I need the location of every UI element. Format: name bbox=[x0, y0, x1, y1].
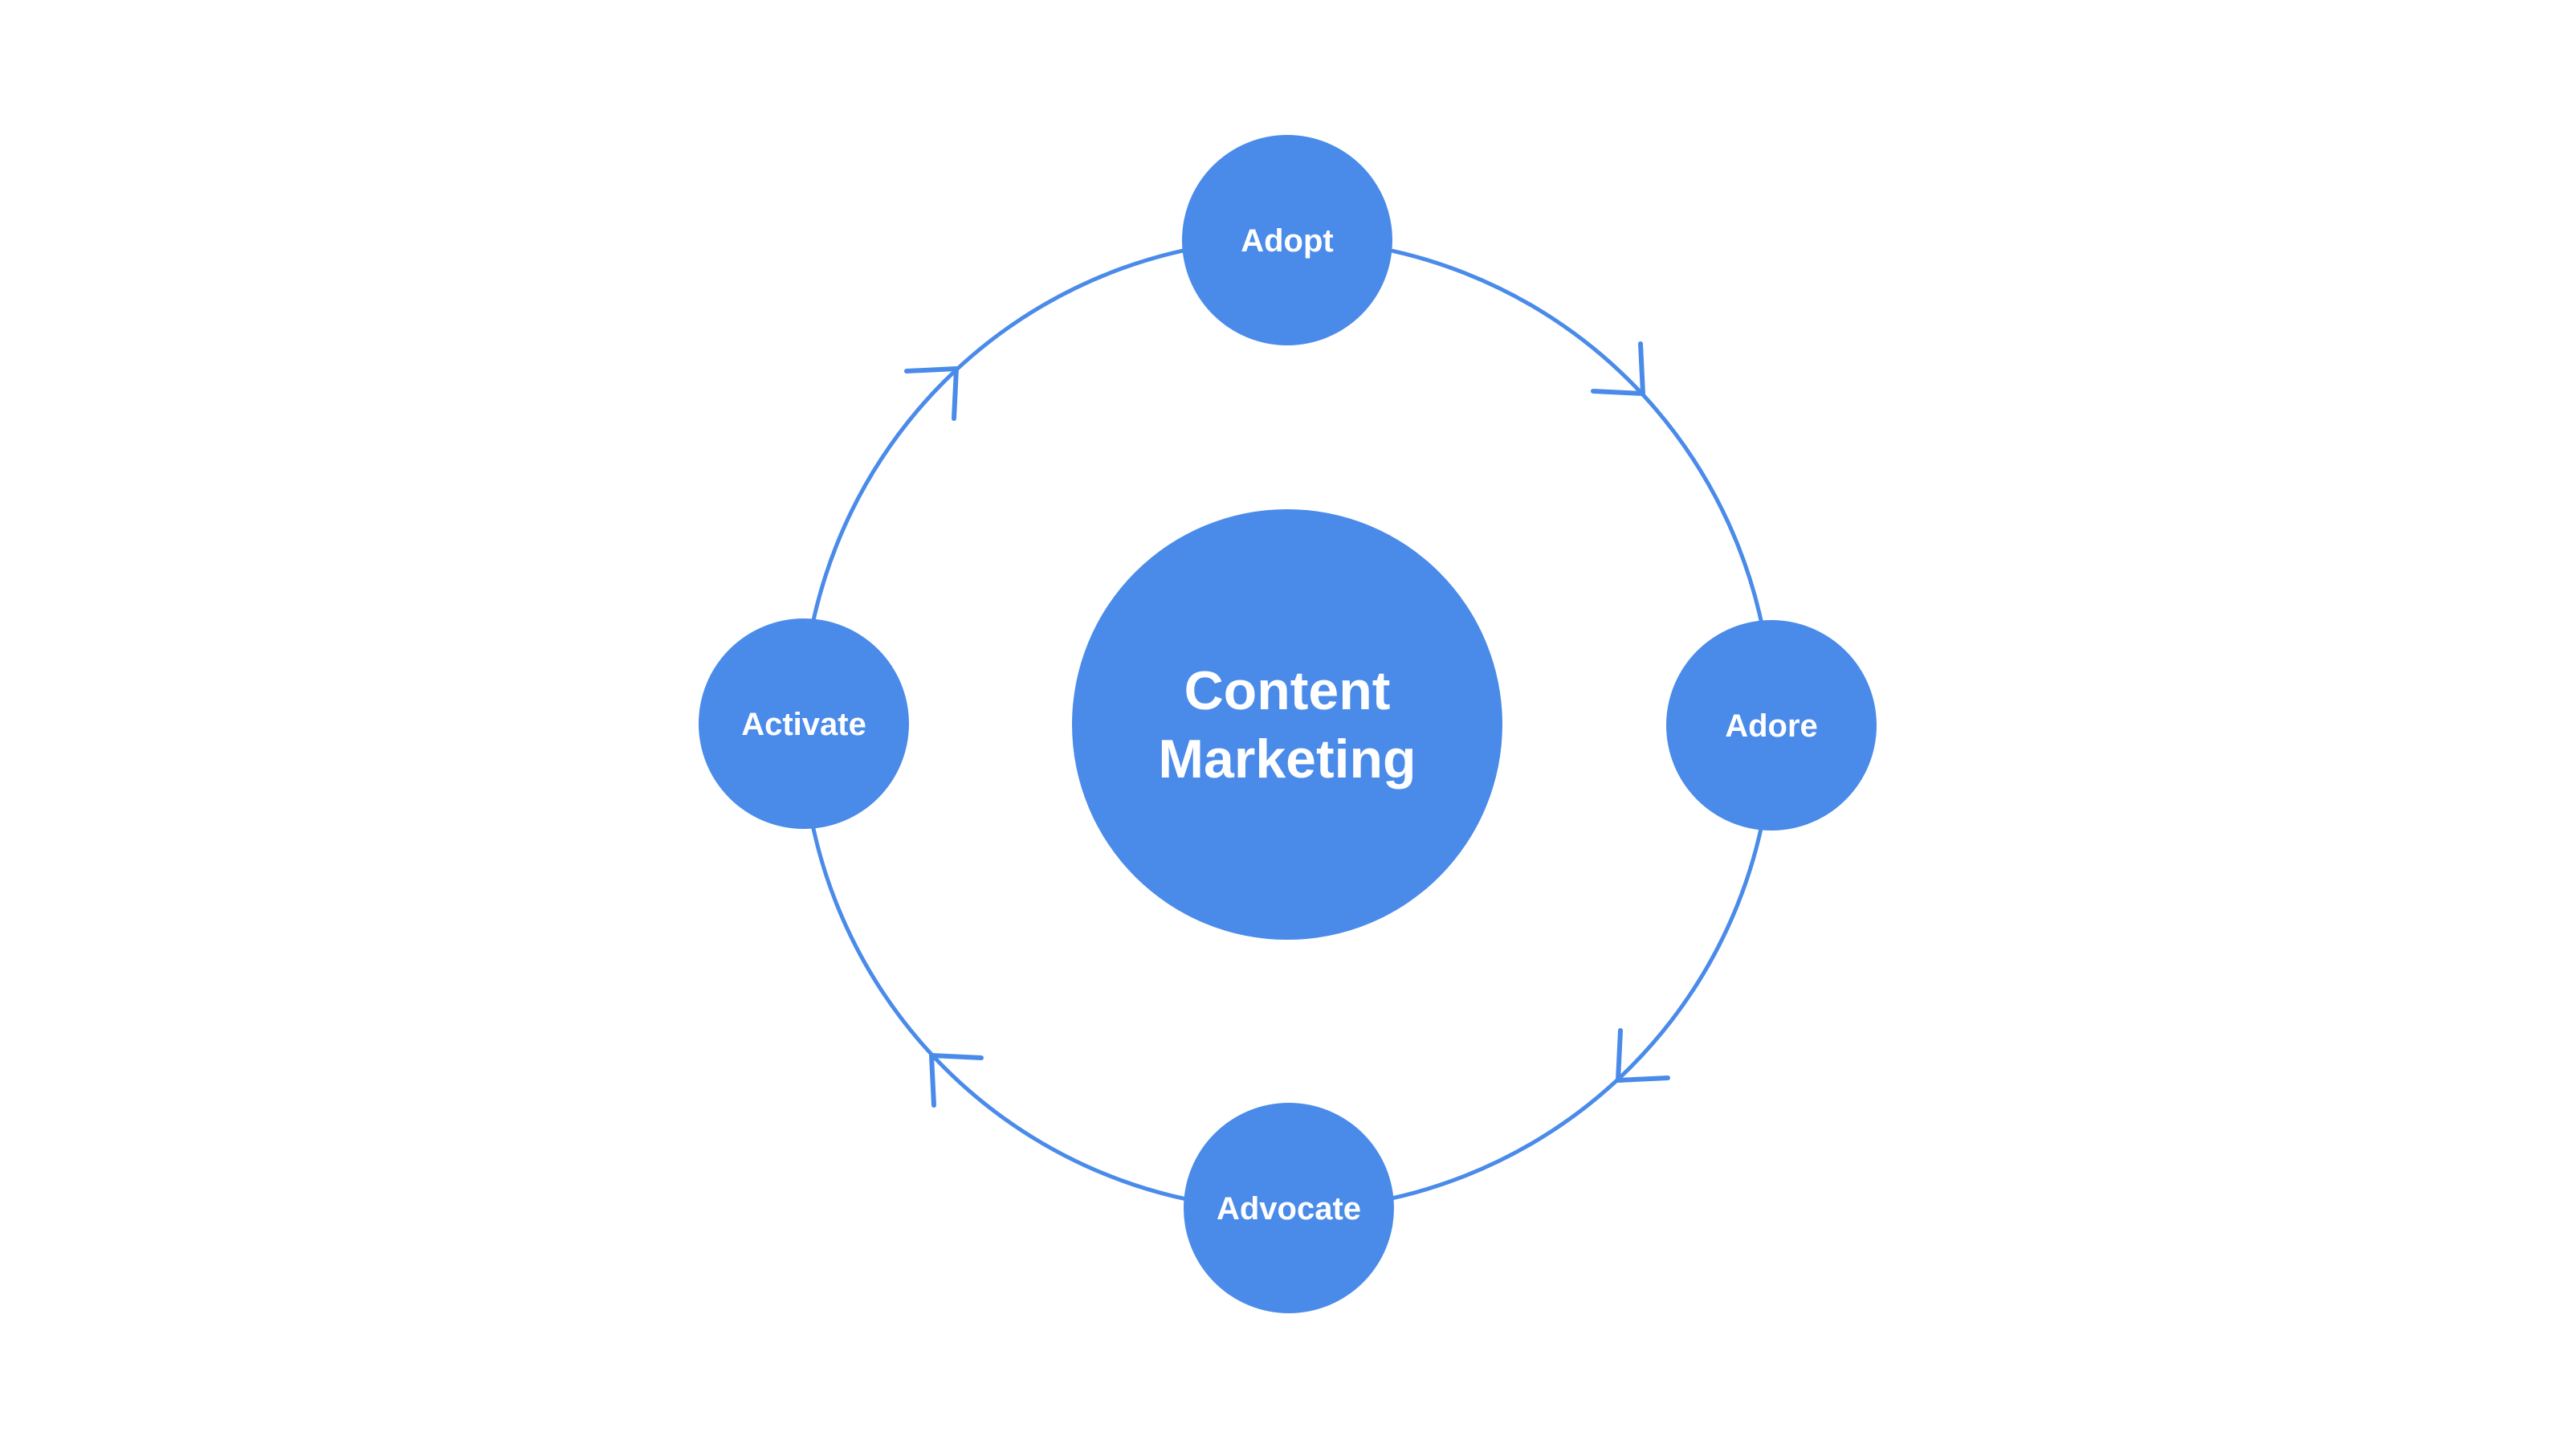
center-title-line2: Marketing bbox=[1158, 729, 1416, 790]
node-activate: Activate bbox=[699, 618, 909, 829]
node-label: Adore bbox=[1725, 708, 1818, 744]
center-title-line1: Content bbox=[1184, 660, 1391, 721]
node-label: Adopt bbox=[1241, 223, 1334, 259]
node-label: Activate bbox=[741, 707, 866, 742]
arrow-icon bbox=[1616, 1028, 1670, 1083]
center-node: Content Marketing bbox=[1072, 509, 1502, 940]
node-advocate: Advocate bbox=[1184, 1103, 1394, 1313]
node-adore: Adore bbox=[1666, 620, 1877, 831]
arrow-icon bbox=[904, 366, 959, 421]
arrow-icon bbox=[929, 1053, 984, 1108]
arrow-icon bbox=[1591, 341, 1645, 396]
node-label: Advocate bbox=[1217, 1191, 1361, 1227]
node-adopt: Adopt bbox=[1182, 135, 1392, 345]
